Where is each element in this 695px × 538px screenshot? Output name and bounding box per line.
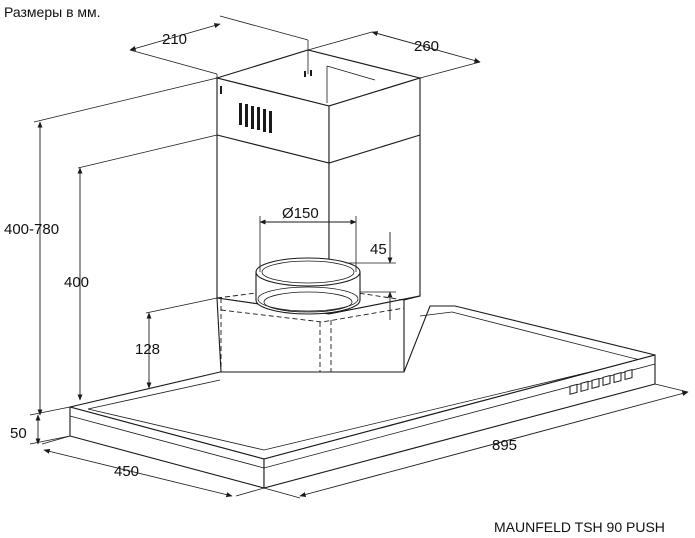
label-50: 50 — [10, 425, 27, 442]
dimension-260: 260 — [307, 31, 481, 79]
button-icon — [624, 369, 633, 381]
units-caption: Размеры в мм. — [4, 4, 101, 20]
dimension-895: 895 — [263, 383, 689, 499]
dimension-50: 50 — [10, 406, 71, 445]
label-210: 210 — [162, 31, 187, 48]
label-diameter-150: Ø150 — [282, 205, 319, 222]
button-icon — [613, 371, 622, 384]
label-895: 895 — [492, 437, 517, 454]
model-caption: MAUNFELD TSH 90 PUSH — [494, 519, 665, 535]
dimension-400: 400 — [64, 134, 218, 401]
label-450: 450 — [114, 463, 139, 480]
label-400-780: 400-780 — [4, 221, 59, 238]
dimension-400-780: 400-780 — [4, 77, 218, 416]
button-icon — [602, 374, 611, 387]
button-icon — [569, 383, 578, 395]
button-icon — [591, 377, 600, 390]
dimension-450: 450 — [41, 435, 265, 498]
label-400: 400 — [64, 274, 89, 291]
outlet-collar-icon — [255, 257, 361, 315]
label-45: 45 — [370, 241, 387, 258]
dimension-diameter-150: Ø150 — [259, 205, 357, 272]
vent-slots-icon — [220, 70, 312, 133]
dimension-210: 210 — [129, 15, 309, 78]
control-panel — [569, 369, 633, 395]
dimension-128: 128 — [135, 297, 218, 389]
dimension-45: 45 — [346, 232, 396, 320]
label-260: 260 — [414, 38, 439, 55]
label-128: 128 — [135, 341, 160, 358]
chimney — [214, 49, 423, 315]
button-icon — [580, 380, 589, 392]
